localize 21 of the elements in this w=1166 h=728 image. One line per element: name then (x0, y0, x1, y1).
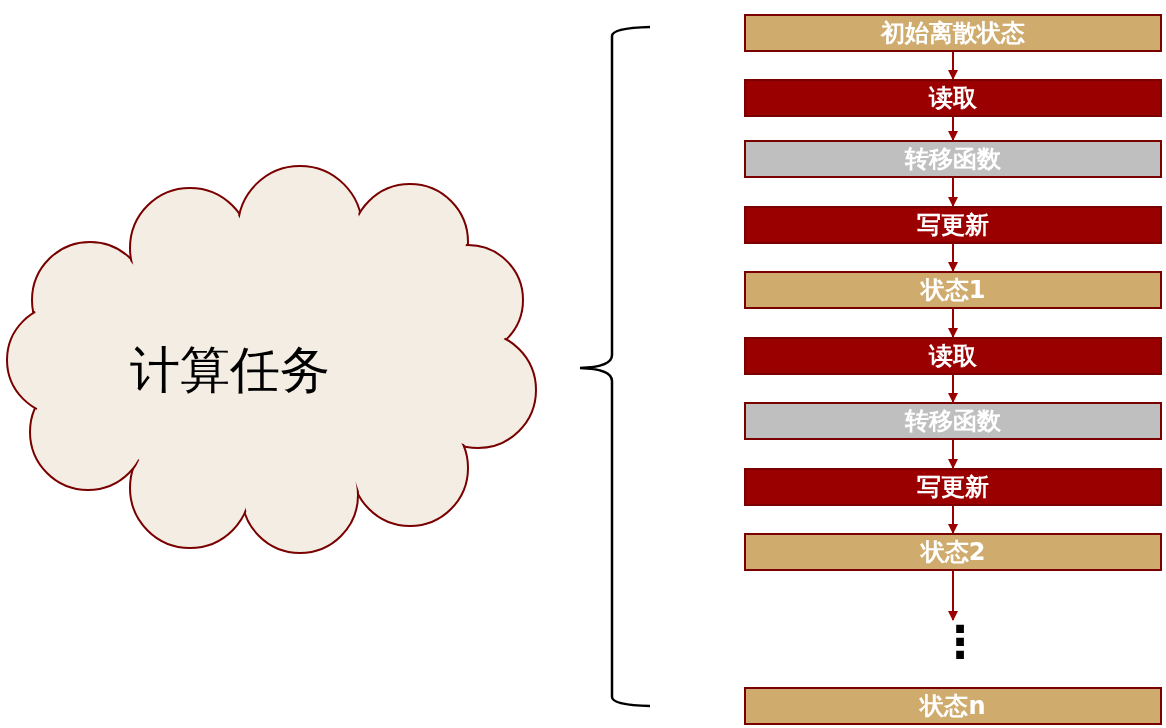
state-box: 状态n (744, 687, 1162, 725)
ellipsis: ⋮ (938, 612, 968, 672)
state-box: 初始离散状态 (744, 14, 1162, 52)
arrow (948, 243, 958, 272)
process-box: 写更新 (744, 468, 1162, 506)
arrow (948, 308, 958, 338)
arrow (948, 116, 958, 141)
state-box: 状态1 (744, 271, 1162, 309)
process-box: 读取 (744, 79, 1162, 117)
process-box: 读取 (744, 337, 1162, 375)
arrow (948, 374, 958, 403)
cloud-label: 计算任务 (130, 340, 330, 400)
arrow (948, 439, 958, 469)
process-box: 写更新 (744, 206, 1162, 244)
arrow (948, 570, 958, 621)
state-box: 状态2 (744, 533, 1162, 571)
arrow (948, 505, 958, 534)
function-box: 转移函数 (744, 402, 1162, 440)
function-box: 转移函数 (744, 140, 1162, 178)
arrow (948, 177, 958, 207)
arrow (948, 51, 958, 80)
